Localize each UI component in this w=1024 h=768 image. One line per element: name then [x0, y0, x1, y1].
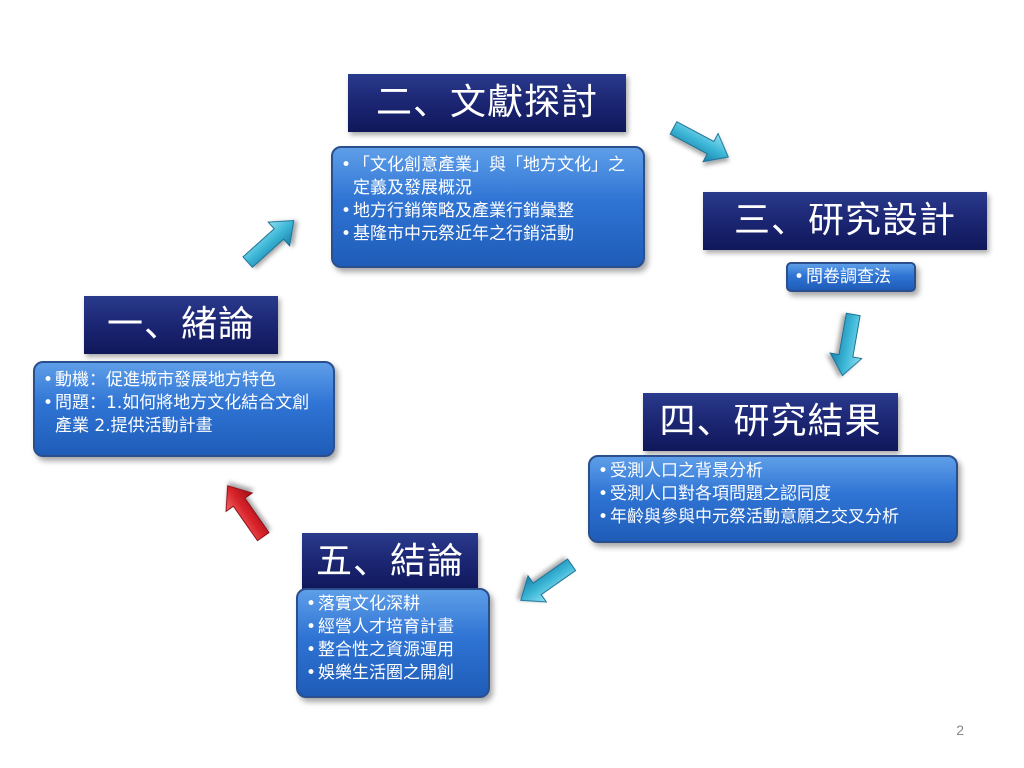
list-item: 受測人口對各項問題之認同度 — [598, 483, 948, 506]
list-item: 受測人口之背景分析 — [598, 460, 948, 483]
section-title-literature: 二、文獻探討 — [348, 74, 626, 132]
section-box-literature: 「文化創意產業」與「地方文化」之定義及發展概況 地方行銷策略及產業行銷彙整 基隆… — [331, 146, 645, 268]
list-item: 整合性之資源運用 — [306, 639, 480, 662]
list-item: 基隆市中元祭近年之行銷活動 — [341, 223, 635, 246]
section-title-results: 四、研究結果 — [643, 393, 898, 451]
list-item: 地方行銷策略及產業行銷彙整 — [341, 200, 635, 223]
list-item: 問卷調查法 — [794, 266, 908, 289]
section-title-design: 三、研究設計 — [703, 192, 987, 250]
list-item: 問題：1.如何將地方文化結合文創產業 2.提供活動計畫 — [43, 392, 325, 438]
section-box-design: 問卷調查法 — [786, 262, 916, 292]
list-item: 娛樂生活圈之開創 — [306, 662, 480, 685]
section-title-conclusion: 五、結論 — [302, 533, 478, 591]
page-number: 2 — [956, 722, 964, 738]
section-box-conclusion: 落實文化深耕 經營人才培育計畫 整合性之資源運用 娛樂生活圈之開創 — [296, 588, 490, 698]
list-item: 動機：促進城市發展地方特色 — [43, 369, 325, 392]
section-title-intro: 一、緒論 — [84, 296, 278, 354]
list-item: 「文化創意產業」與「地方文化」之定義及發展概況 — [341, 154, 635, 200]
section-box-intro: 動機：促進城市發展地方特色 問題：1.如何將地方文化結合文創產業 2.提供活動計… — [33, 361, 335, 457]
list-item: 落實文化深耕 — [306, 593, 480, 616]
section-box-results: 受測人口之背景分析 受測人口對各項問題之認同度 年齡與參與中元祭活動意願之交叉分… — [588, 455, 958, 543]
list-item: 年齡與參與中元祭活動意願之交叉分析 — [598, 506, 948, 529]
list-item: 經營人才培育計畫 — [306, 616, 480, 639]
